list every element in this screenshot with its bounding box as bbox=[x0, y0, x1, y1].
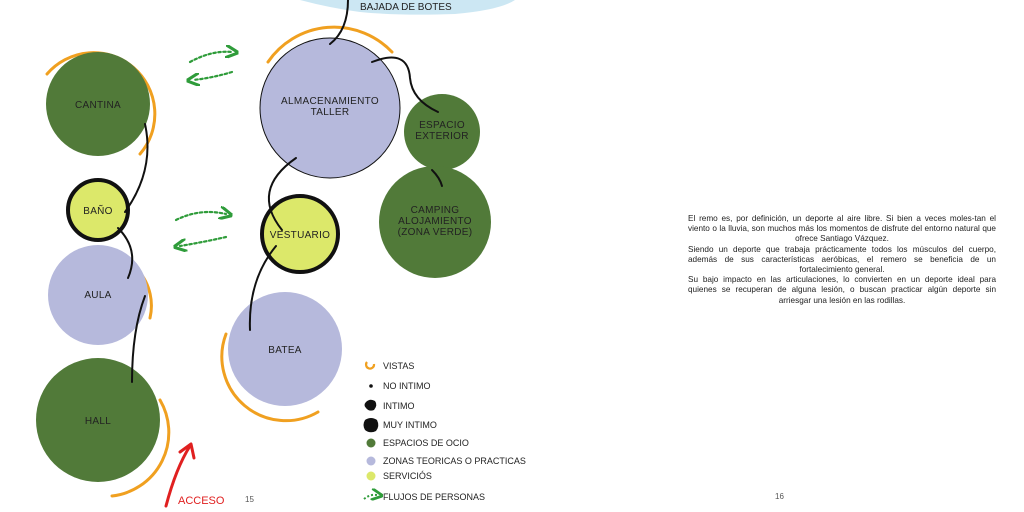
medium-blot-icon bbox=[364, 399, 377, 411]
lavender-circle-icon bbox=[366, 456, 376, 466]
page-number-right: 16 bbox=[775, 492, 784, 501]
almacenamiento-label-line-0: ALMACENAMIENTO bbox=[281, 96, 379, 107]
boat-ramp-label: BAJADA DE BOTES bbox=[360, 2, 452, 13]
body-text-block: El remo es, por definición, un deporte a… bbox=[688, 214, 996, 306]
espacio-exterior-circle[interactable] bbox=[404, 94, 480, 170]
vestuario-circle[interactable] bbox=[260, 194, 340, 274]
batea-label: BATEA bbox=[268, 345, 302, 356]
legend-label-no-intimo: NO INTIMO bbox=[383, 381, 431, 391]
almacenamiento-circle[interactable] bbox=[259, 37, 401, 179]
vestuario-label: VESTUARIO bbox=[270, 230, 331, 241]
small-dot-icon bbox=[369, 384, 373, 388]
green-circle-icon bbox=[366, 438, 376, 448]
cantina-label: CANTINA bbox=[75, 100, 121, 111]
dotted-arrow-icon bbox=[363, 495, 377, 499]
batea-view-arc bbox=[220, 332, 320, 423]
exterior-camping-link bbox=[431, 169, 443, 187]
flow-arrow-4 bbox=[180, 235, 228, 246]
almacenamiento-exterior-link bbox=[371, 56, 439, 113]
camping-label-line-0: CAMPING bbox=[411, 205, 460, 216]
legend-label-vistas: VISTAS bbox=[383, 361, 414, 371]
cantina-circle[interactable] bbox=[46, 52, 150, 156]
batea-label-line-0: BATEA bbox=[268, 345, 302, 356]
people-flow-arrows bbox=[176, 52, 232, 246]
access-label: ACCESO bbox=[178, 495, 225, 507]
hall-circle[interactable] bbox=[36, 358, 160, 482]
aula-label-line-0: AULA bbox=[84, 290, 111, 301]
legend-label-muy-intimo: MUY INTIMO bbox=[383, 420, 437, 430]
body-paragraph-1: El remo es, por definición, un deporte a… bbox=[688, 214, 996, 244]
espacio_exterior-label-line-1: EXTERIOR bbox=[415, 131, 469, 142]
page-number-left: 15 bbox=[245, 495, 254, 504]
almacenamiento-label-line-1: TALLER bbox=[311, 107, 350, 118]
aula-hall-link bbox=[131, 295, 146, 383]
bano-label-line-0: BAÑO bbox=[83, 204, 113, 217]
bano-label: BAÑO bbox=[83, 204, 113, 217]
body-paragraph-3: Su bajo impacto en las articulaciones, l… bbox=[688, 275, 996, 305]
vestuario-label-line-0: VESTUARIO bbox=[270, 230, 331, 241]
espacio_exterior-label-line-0: ESPACIO bbox=[419, 120, 465, 131]
hall-label: HALL bbox=[85, 416, 111, 427]
camping-circle[interactable] bbox=[379, 166, 491, 278]
large-blot-icon bbox=[363, 418, 379, 433]
hall-view-arc bbox=[110, 398, 171, 498]
flow-arrow-1 bbox=[188, 52, 232, 64]
body-paragraph-2: Siendo un deporte que trabaja prácticame… bbox=[688, 244, 996, 275]
flow-arrow-3 bbox=[174, 212, 226, 222]
legend-label-flujos: FLUJOS DE PERSONAS bbox=[383, 492, 485, 502]
orange-ring-icon bbox=[364, 361, 376, 370]
aula-label: AULA bbox=[84, 290, 111, 301]
legend-label-ocio: ESPACIOS DE OCIO bbox=[383, 438, 469, 448]
water-wash bbox=[300, 0, 515, 15]
legend-label-zonas: ZONAS TEORICAS O PRACTICAS bbox=[383, 456, 526, 466]
cantina-label-line-0: CANTINA bbox=[75, 100, 121, 111]
flow-arrow-2 bbox=[193, 70, 234, 80]
connector-lines bbox=[117, 0, 443, 383]
batea-circle[interactable] bbox=[228, 292, 342, 406]
vestuario-batea-link bbox=[248, 245, 277, 331]
hall-label-line-0: HALL bbox=[85, 416, 111, 427]
legend-label-intimo: INTIMO bbox=[383, 401, 415, 411]
access-arrow bbox=[164, 442, 196, 508]
bano-circle[interactable] bbox=[66, 178, 130, 242]
legend-label-servicios: SERVICIÓS bbox=[383, 471, 432, 481]
almacenamiento-view-arc bbox=[266, 25, 394, 64]
camping-label-line-2: (ZONA VERDE) bbox=[398, 227, 473, 238]
yellow-circle-icon bbox=[366, 471, 376, 481]
camping-label-line-1: ALOJAMIENTO bbox=[398, 216, 472, 227]
legend: VISTAS NO INTIMO INTIMO MUY INTIMO ESPAC… bbox=[363, 361, 526, 502]
bano-aula-link bbox=[117, 227, 134, 279]
almacenamiento-vestuario-link bbox=[267, 157, 297, 231]
top-almacenamiento-link bbox=[329, 0, 349, 45]
cantina-bano-link bbox=[124, 123, 149, 213]
aula-circle[interactable] bbox=[48, 245, 148, 345]
space-circles bbox=[36, 37, 491, 482]
